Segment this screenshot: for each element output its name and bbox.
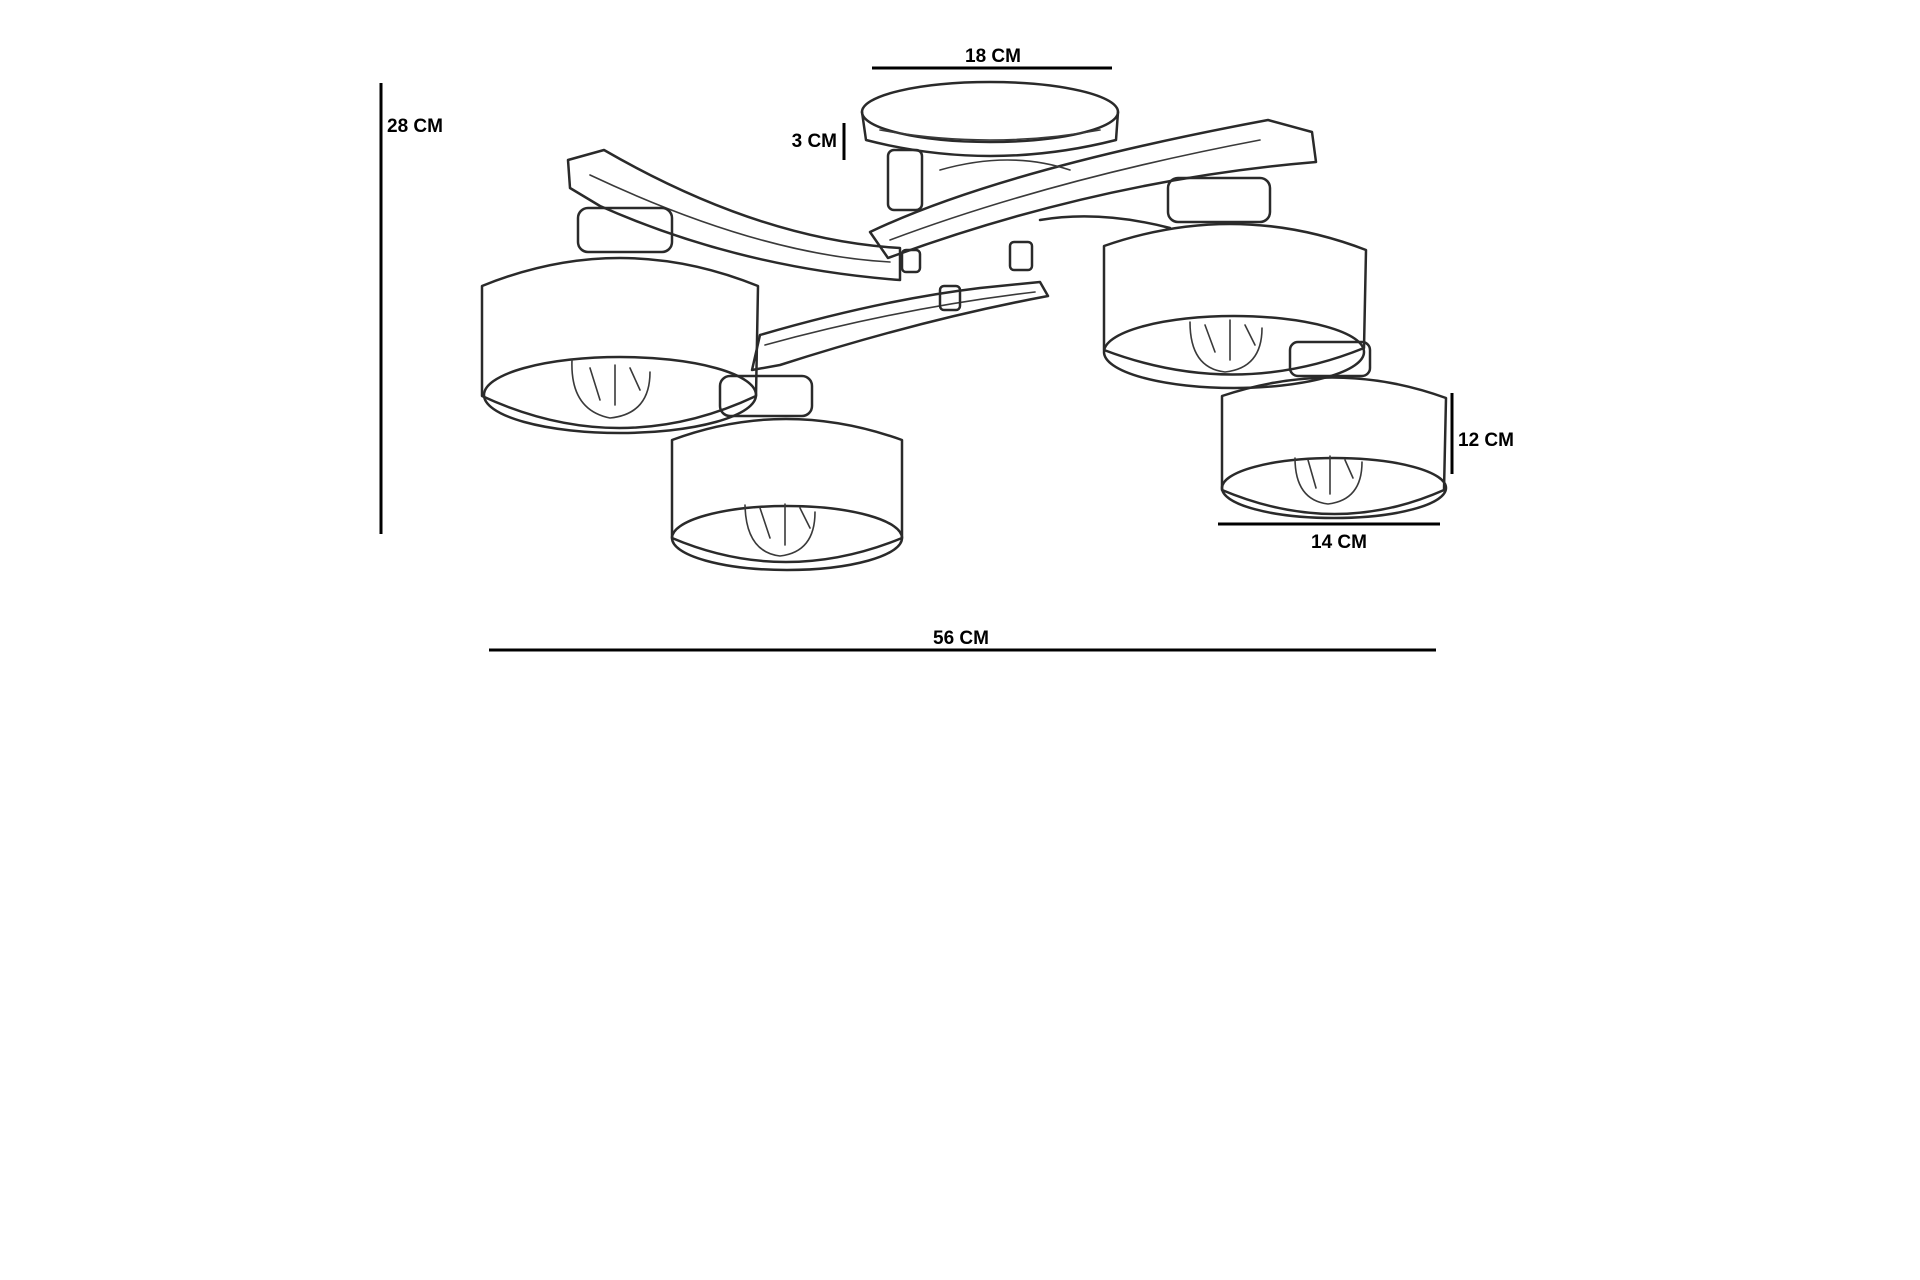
base-height-label: 3 CM bbox=[792, 131, 837, 152]
total-height-label: 28 CM bbox=[387, 116, 443, 137]
ceiling-canopy bbox=[860, 80, 1120, 158]
central-fittings bbox=[886, 148, 1172, 312]
ceiling-lamp-drawing bbox=[480, 80, 1448, 572]
lamp-shade-front-left bbox=[670, 374, 904, 572]
dimension-labels: 18 CM 3 CM 28 CM 12 CM 14 CM 56 CM bbox=[387, 46, 1514, 649]
total-width-label: 56 CM bbox=[933, 628, 989, 649]
left-arm bbox=[566, 148, 902, 282]
lamp-shade-front-right bbox=[1220, 340, 1448, 520]
top-width-label: 18 CM bbox=[965, 46, 1021, 67]
lower-arm bbox=[750, 280, 1050, 372]
lamp-shade-back-left bbox=[480, 206, 760, 435]
shade-height-label: 12 CM bbox=[1458, 430, 1514, 451]
shade-width-label: 14 CM bbox=[1311, 532, 1367, 553]
dimension-lines bbox=[379, 66, 1454, 652]
upper-arm bbox=[868, 118, 1318, 260]
lamp-shade-back-right bbox=[1102, 176, 1368, 390]
